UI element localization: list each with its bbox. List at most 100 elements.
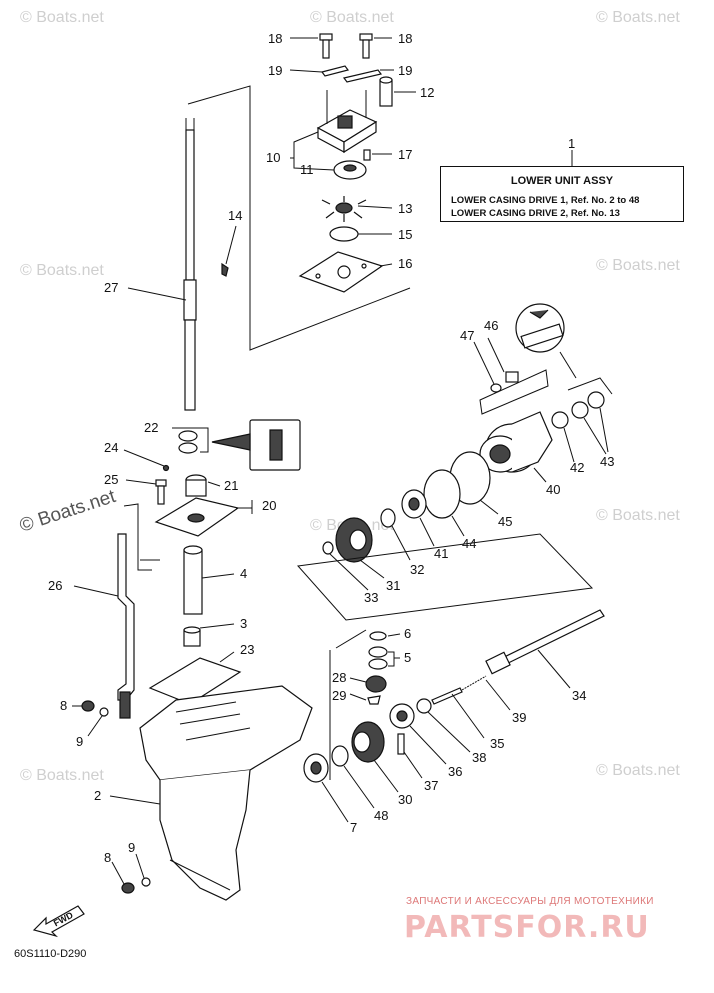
legend-box: LOWER UNIT ASSY LOWER CASING DRIVE 1, Re… <box>440 166 684 222</box>
washer-6-part <box>369 631 387 641</box>
seal-43b-part <box>587 391 605 409</box>
water-pump-group <box>298 33 393 293</box>
callout-6: 6 <box>404 626 411 641</box>
watermark-text: © Boats.net <box>20 767 104 784</box>
watermark-text: © Boats.net <box>310 9 394 26</box>
callout-24: 24 <box>104 440 118 455</box>
callout-5: 5 <box>404 650 411 665</box>
callout-29: 29 <box>332 688 346 703</box>
callout-44: 44 <box>462 536 476 551</box>
callout-8: 8 <box>60 698 67 713</box>
bolt-8-upper-part <box>81 700 95 712</box>
callout-28: 28 <box>332 670 346 685</box>
callout-18: 18 <box>398 31 412 46</box>
washer-47-part <box>490 383 502 393</box>
shim-32-part <box>380 508 396 528</box>
callout-27: 27 <box>104 280 118 295</box>
callout-1: 1 <box>568 136 575 151</box>
callout-45: 45 <box>498 514 512 529</box>
callout-22: 22 <box>144 420 158 435</box>
callout-2: 2 <box>94 788 101 803</box>
callout-33: 33 <box>364 590 378 605</box>
callout-16: 16 <box>398 256 412 271</box>
watermark-text-dark: © Boats.net <box>17 486 119 537</box>
promo-brand-logo: PARTSFOR.RU <box>404 910 650 945</box>
callout-21: 21 <box>224 478 238 493</box>
legend-line-2: LOWER CASING DRIVE 2, Ref. No. 13 <box>451 208 620 219</box>
washer-9-upper-part <box>99 707 109 717</box>
callout-19: 19 <box>398 63 412 78</box>
washer-9-lower-part <box>141 877 151 887</box>
callout-48: 48 <box>374 808 388 823</box>
legend-line-1: LOWER CASING DRIVE 1, Ref. No. 2 to 48 <box>451 195 640 206</box>
bolt-18-right-part <box>362 39 370 59</box>
seal-42-part <box>551 411 569 429</box>
callout-17: 17 <box>398 147 412 162</box>
callout-26: 26 <box>48 578 62 593</box>
o-ring-44-part <box>423 469 461 519</box>
drive-shaft-27-part <box>183 118 197 411</box>
o-ring-15-part <box>329 226 359 242</box>
callout-13: 13 <box>398 201 412 216</box>
callout-19: 19 <box>268 63 282 78</box>
callout-4: 4 <box>240 566 247 581</box>
clip-29-part <box>367 695 381 705</box>
impeller-13-part <box>321 196 367 222</box>
callout-25: 25 <box>104 472 118 487</box>
callout-32: 32 <box>410 562 424 577</box>
bolt-8-lower-part <box>121 882 135 894</box>
callout-10: 10 <box>266 150 280 165</box>
spring-39-part <box>461 675 487 691</box>
callout-41: 41 <box>434 546 448 561</box>
tube-12-part <box>379 79 393 107</box>
key-14-part <box>221 262 229 277</box>
callout-42: 42 <box>570 460 584 475</box>
callout-36: 36 <box>448 764 462 779</box>
seal-43a-part <box>571 401 589 419</box>
bearing-5-part <box>368 646 388 658</box>
callout-30: 30 <box>398 792 412 807</box>
watermark-text: © Boats.net <box>596 9 680 26</box>
watermark-text: © Boats.net <box>596 507 680 524</box>
water-tube-4-part <box>183 549 203 615</box>
callout-15: 15 <box>398 227 412 242</box>
callout-31: 31 <box>386 578 400 593</box>
pin-17-part <box>363 149 371 161</box>
bolt-18-right-part <box>359 33 373 41</box>
shim-48-part <box>331 745 349 767</box>
callout-34: 34 <box>572 688 586 703</box>
callout-9: 9 <box>128 840 135 855</box>
watermark-text: © Boats.net <box>596 762 680 779</box>
callout-20: 20 <box>262 498 276 513</box>
gasket-23-part <box>148 657 242 705</box>
bearing-22-part <box>172 427 209 454</box>
fwd-arrow-icon: FWD <box>30 900 90 945</box>
watermark-text: © Boats.net <box>20 9 104 26</box>
callout-43: 43 <box>600 454 614 469</box>
callout-14: 14 <box>228 208 242 223</box>
watermark-text: © Boats.net <box>20 262 104 279</box>
legend-title: LOWER UNIT ASSY <box>510 175 614 187</box>
callout-35: 35 <box>490 736 504 751</box>
pin-24-part <box>162 464 170 472</box>
callout-numbers: 18 18 19 19 12 10 11 17 1 13 15 16 14 27… <box>48 31 614 865</box>
callout-40: 40 <box>546 482 560 497</box>
callout-11: 11 <box>300 162 314 177</box>
pin-37-part <box>397 733 405 755</box>
diagram-code: 60S1110-D290 <box>14 948 87 960</box>
guide-line <box>187 85 411 351</box>
callout-46: 46 <box>484 318 498 333</box>
callout-18: 18 <box>268 31 282 46</box>
callout-8: 8 <box>104 850 111 865</box>
callout-38: 38 <box>472 750 486 765</box>
callout-12: 12 <box>420 85 434 100</box>
ring-38-part <box>416 698 432 714</box>
bolt-18-left-part <box>319 33 333 41</box>
promo-subtitle: ЗАПЧАСТИ И АКСЕССУАРЫ ДЛЯ МОТОТЕХНИКИ <box>406 896 654 907</box>
bolt-46-part <box>505 371 519 383</box>
callout-9: 9 <box>76 734 83 749</box>
propeller-shaft-group <box>297 303 613 783</box>
bolt-18-left-part <box>322 39 330 59</box>
